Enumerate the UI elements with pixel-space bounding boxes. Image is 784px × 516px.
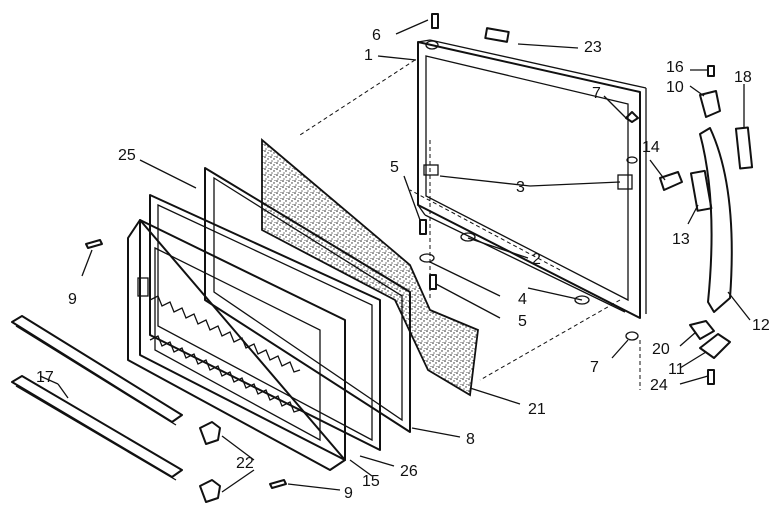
callout-15: 15 (362, 473, 380, 490)
callout-18: 18 (734, 69, 752, 86)
callout-7-lower: 7 (590, 359, 599, 376)
callout-24: 24 (650, 377, 668, 394)
callout-26: 26 (400, 463, 418, 480)
callout-9-left: 9 (68, 291, 77, 308)
callout-17: 17 (36, 369, 54, 386)
screw-parts (85, 13, 715, 489)
callout-1: 1 (364, 47, 373, 64)
callout-7-upper: 7 (592, 85, 601, 102)
door-handle-assembly (659, 90, 754, 359)
callout-20: 20 (652, 341, 670, 358)
alignment-lines (299, 59, 641, 390)
callout-12: 12 (752, 317, 770, 334)
callout-21: 21 (528, 401, 546, 418)
leader-lines (39, 19, 751, 493)
callout-9-bottom: 9 (344, 485, 353, 502)
door-gasket-frames (149, 167, 411, 451)
callout-3: 3 (516, 179, 525, 196)
door-shelf-rails (11, 315, 221, 503)
callout-13: 13 (672, 231, 690, 248)
callout-5-lower: 5 (518, 313, 527, 330)
callout-2: 2 (532, 251, 541, 268)
callout-14: 14 (642, 139, 660, 156)
callout-4: 4 (518, 291, 527, 308)
callout-11: 11 (668, 361, 685, 378)
callout-22: 22 (236, 455, 254, 472)
callout-10: 10 (666, 79, 684, 96)
callout-5-upper: 5 (390, 159, 399, 176)
callout-8: 8 (466, 431, 475, 448)
inner-door-liner (127, 219, 346, 471)
callout-6: 6 (372, 27, 381, 44)
callout-16: 16 (666, 59, 684, 76)
callout-labels: 1 2 3 4 5 5 6 7 7 8 9 9 10 11 12 13 14 1… (36, 27, 770, 502)
callout-23: 23 (584, 39, 602, 56)
door-outer-panel (417, 39, 647, 319)
callout-25: 25 (118, 147, 136, 164)
